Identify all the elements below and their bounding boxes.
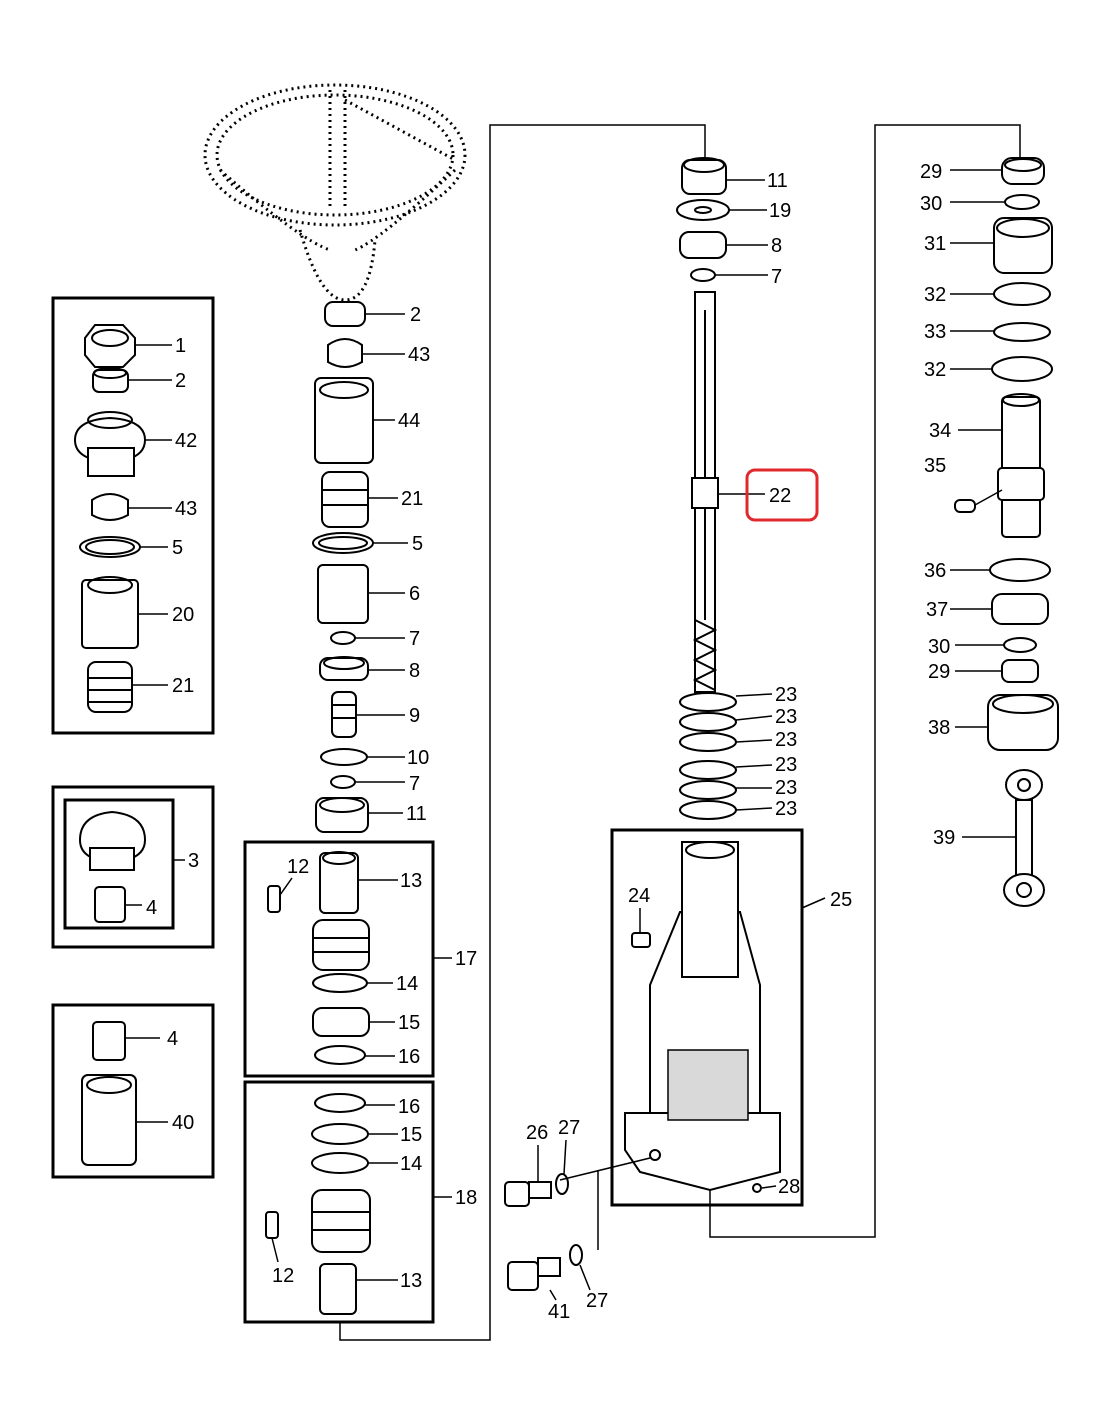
left-mid-box-outer (51, 785, 215, 949)
label-13-bottom: 13 (400, 1270, 422, 1292)
label-4-bottom: 4 (167, 1028, 178, 1050)
label-7-center-a: 7 (409, 628, 420, 650)
label-34: 34 (929, 420, 951, 442)
label-20: 20 (172, 604, 194, 626)
shaft-stack-parts (676, 157, 737, 820)
label-30-top: 30 (920, 193, 942, 215)
sub-assembly-17-box (243, 840, 435, 1078)
housing-box (610, 828, 804, 1207)
label-19: 19 (769, 200, 791, 222)
label-16-bottom: 16 (398, 1096, 420, 1118)
label-41: 41 (548, 1301, 570, 1323)
label-23-a: 23 (775, 684, 797, 706)
left-bottom-box (51, 1003, 215, 1179)
part-labels: 1 2 42 43 5 20 21 3 4 4 40 2 43 44 21 5 … (146, 161, 955, 1323)
label-16-top: 16 (398, 1046, 420, 1068)
label-9: 9 (409, 705, 420, 727)
label-10: 10 (407, 747, 429, 769)
left-assembly-box (51, 296, 215, 735)
label-5-left: 5 (172, 537, 183, 559)
label-39: 39 (933, 827, 955, 849)
label-27-top: 27 (558, 1117, 580, 1139)
label-13-top: 13 (400, 870, 422, 892)
label-6: 6 (409, 583, 420, 605)
label-38: 38 (928, 717, 950, 739)
label-12-top: 12 (287, 856, 309, 878)
housing-parts (624, 841, 781, 1193)
fitting-parts (504, 1157, 651, 1291)
label-26: 26 (526, 1122, 548, 1144)
left-mid-parts (78, 810, 147, 923)
label-37: 37 (926, 599, 948, 621)
label-8-shaft: 8 (771, 235, 782, 257)
sub-assembly-18-box (243, 1080, 435, 1324)
label-17: 17 (455, 948, 477, 970)
left-mid-box-inner (63, 798, 175, 930)
connector-center-to-shaft (339, 124, 706, 1341)
label-23-f: 23 (775, 798, 797, 820)
label-40: 40 (172, 1112, 194, 1134)
connector-housing-to-right (709, 124, 1021, 1238)
left-bottom-parts (81, 1021, 137, 1166)
label-33: 33 (924, 321, 946, 343)
label-44: 44 (398, 410, 420, 432)
label-25: 25 (830, 889, 852, 911)
label-18: 18 (455, 1187, 477, 1209)
label-15-bottom: 15 (400, 1124, 422, 1146)
sub-assembly-17-parts (267, 851, 370, 1065)
leader-lines (125, 169, 1016, 1301)
label-7-shaft: 7 (771, 266, 782, 288)
label-3: 3 (188, 850, 199, 872)
label-21-center: 21 (401, 488, 423, 510)
label-2-left: 2 (175, 370, 186, 392)
label-2-center: 2 (410, 304, 421, 326)
label-14-top: 14 (396, 973, 418, 995)
label-1: 1 (175, 335, 186, 357)
label-12-bottom: 12 (272, 1265, 294, 1287)
label-4-mid: 4 (146, 897, 157, 919)
label-32-top: 32 (924, 284, 946, 306)
label-28: 28 (778, 1176, 800, 1198)
right-column-parts (954, 157, 1059, 907)
label-43-center: 43 (408, 344, 430, 366)
label-24: 24 (628, 885, 650, 907)
label-23-b: 23 (775, 706, 797, 728)
label-29-bottom: 29 (928, 661, 950, 683)
label-5-center: 5 (412, 533, 423, 555)
label-21-left: 21 (172, 675, 194, 697)
sub-assembly-18-parts (265, 1093, 371, 1315)
label-8-center: 8 (409, 660, 420, 682)
label-27-bottom: 27 (586, 1290, 608, 1312)
label-29-top: 29 (920, 161, 942, 183)
label-11-center: 11 (406, 803, 427, 825)
label-14-bottom: 14 (400, 1153, 422, 1175)
label-31: 31 (924, 233, 946, 255)
highlight-box-22 (745, 468, 819, 522)
left-assembly-parts (73, 324, 147, 713)
label-23-e: 23 (775, 777, 797, 799)
label-7-center-b: 7 (409, 773, 420, 795)
label-23-d: 23 (775, 754, 797, 776)
center-column-parts (312, 301, 374, 833)
label-43-left: 43 (175, 498, 197, 520)
label-11-shaft: 11 (767, 170, 788, 192)
steering-wheel-outline (203, 83, 467, 302)
label-32-bottom: 32 (924, 359, 946, 381)
label-23-c: 23 (775, 729, 797, 751)
label-42: 42 (175, 430, 197, 452)
label-30-bottom: 30 (928, 636, 950, 658)
label-35: 35 (924, 455, 946, 477)
label-15-top: 15 (398, 1012, 420, 1034)
label-36: 36 (924, 560, 946, 582)
label-22: 22 (769, 485, 791, 507)
